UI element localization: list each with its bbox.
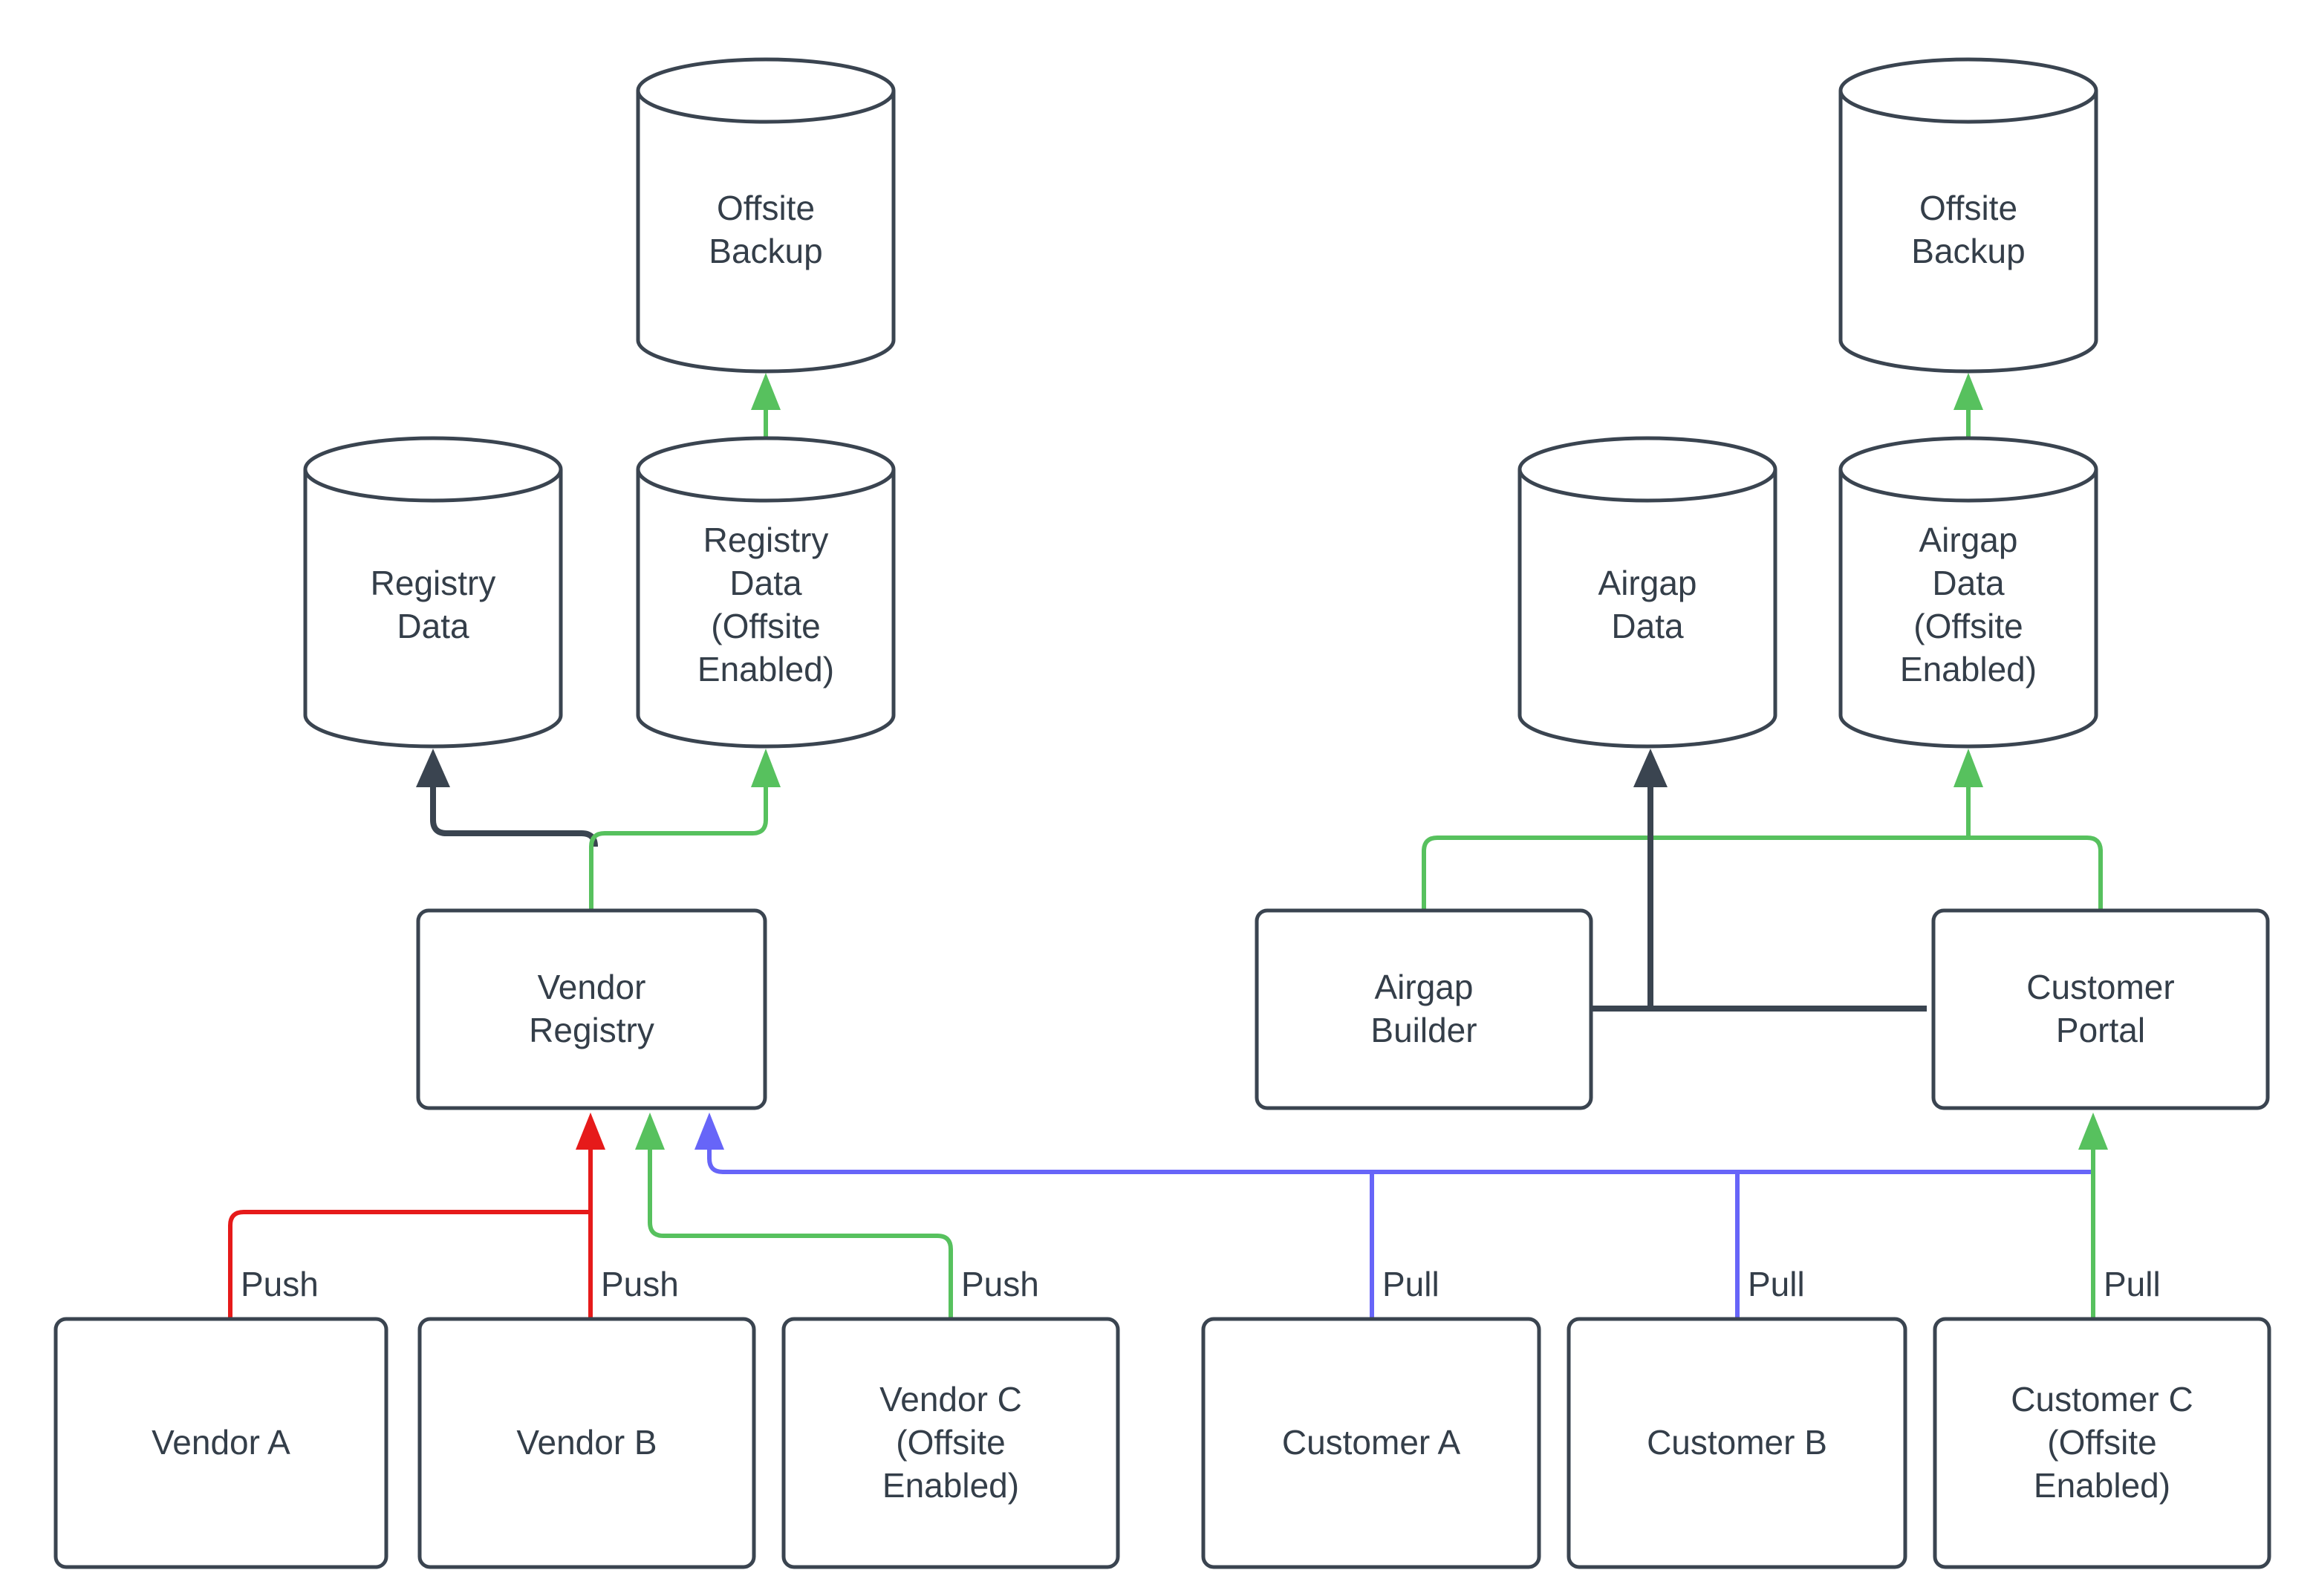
edge-label-push-vendor-c: Push: [961, 1265, 1039, 1304]
arrowhead-offsite-backup-left: [751, 373, 781, 410]
cylinder-registry-data: [303, 436, 563, 749]
edge-vendor-c-push: [648, 1150, 953, 1319]
arrowhead-airgap-data-offsite: [1953, 749, 1983, 787]
edge-label-pull-customer-b: Pull: [1748, 1265, 1805, 1304]
edge-label-push-vendor-b: Push: [601, 1265, 679, 1304]
arrowhead-customer-portal: [2078, 1113, 2108, 1150]
label-vendor-a: Vendor A: [152, 1423, 290, 1462]
edge-vendor-registry-to-registry-data: [430, 787, 598, 847]
edge-vendor-registry-to-registry-data-offsite: [589, 787, 768, 911]
label-offsite-backup-left: Offsite Backup: [709, 189, 823, 270]
box-customer-b: [1567, 1317, 1907, 1569]
box-customer-a: [1201, 1317, 1541, 1569]
label-registry-data-offsite: Registry Data (Offsite Enabled): [697, 521, 835, 688]
edge-label-push-vendor-a: Push: [241, 1265, 319, 1304]
arrowhead-offsite-backup-right: [1953, 373, 1983, 410]
arrowhead-registry-data-offsite: [751, 749, 781, 787]
cylinder-offsite-backup-left: [636, 57, 896, 374]
edge-label-pull-customer-c: Pull: [2104, 1265, 2161, 1304]
arrowhead-registry-data: [416, 749, 450, 787]
edge-label-pull-customer-a: Pull: [1382, 1265, 1439, 1304]
box-airgap-builder: [1255, 908, 1593, 1110]
label-customer-b: Customer B: [1647, 1423, 1827, 1462]
box-vendor-a: [53, 1317, 388, 1569]
arrowhead-vendor-registry-red: [576, 1113, 605, 1150]
box-vendor-registry: [416, 908, 767, 1110]
edge-vendor-a-push: [228, 1210, 593, 1319]
label-customer-a: Customer A: [1281, 1423, 1461, 1462]
cylinder-airgap-data: [1517, 436, 1777, 749]
label-vendor-registry: Vendor Registry: [529, 968, 654, 1049]
edge-pull-to-vendor-registry: [707, 1150, 2093, 1174]
arrowhead-airgap-data: [1633, 749, 1668, 787]
label-vendor-b: Vendor B: [516, 1423, 657, 1462]
box-customer-portal: [1931, 908, 2270, 1110]
arrowhead-vendor-registry-green: [635, 1113, 665, 1150]
label-offsite-backup-right: Offsite Backup: [1911, 189, 2026, 270]
label-airgap-data-offsite: Airgap Data (Offsite Enabled): [1899, 521, 2037, 688]
box-vendor-b: [417, 1317, 756, 1569]
cylinder-airgap-data-offsite: [1838, 436, 2098, 749]
label-airgap-data: Airgap Data: [1598, 564, 1697, 645]
arrowhead-vendor-registry-blue: [694, 1113, 724, 1150]
cylinder-offsite-backup-right: [1838, 57, 2098, 374]
cylinder-registry-data-offsite: [636, 436, 896, 749]
edge-customer-portal-to-airgap-builder: [1422, 836, 2103, 911]
label-customer-c: Customer C (Offsite Enabled): [2011, 1380, 2193, 1505]
box-customer-c: [1933, 1317, 2271, 1569]
label-airgap-builder: Airgap Builder: [1370, 968, 1477, 1049]
label-vendor-c: Vendor C (Offsite Enabled): [879, 1380, 1022, 1505]
box-vendor-c: [781, 1317, 1120, 1569]
label-registry-data: Registry Data: [370, 564, 496, 645]
label-customer-portal: Customer Portal: [2026, 968, 2175, 1049]
